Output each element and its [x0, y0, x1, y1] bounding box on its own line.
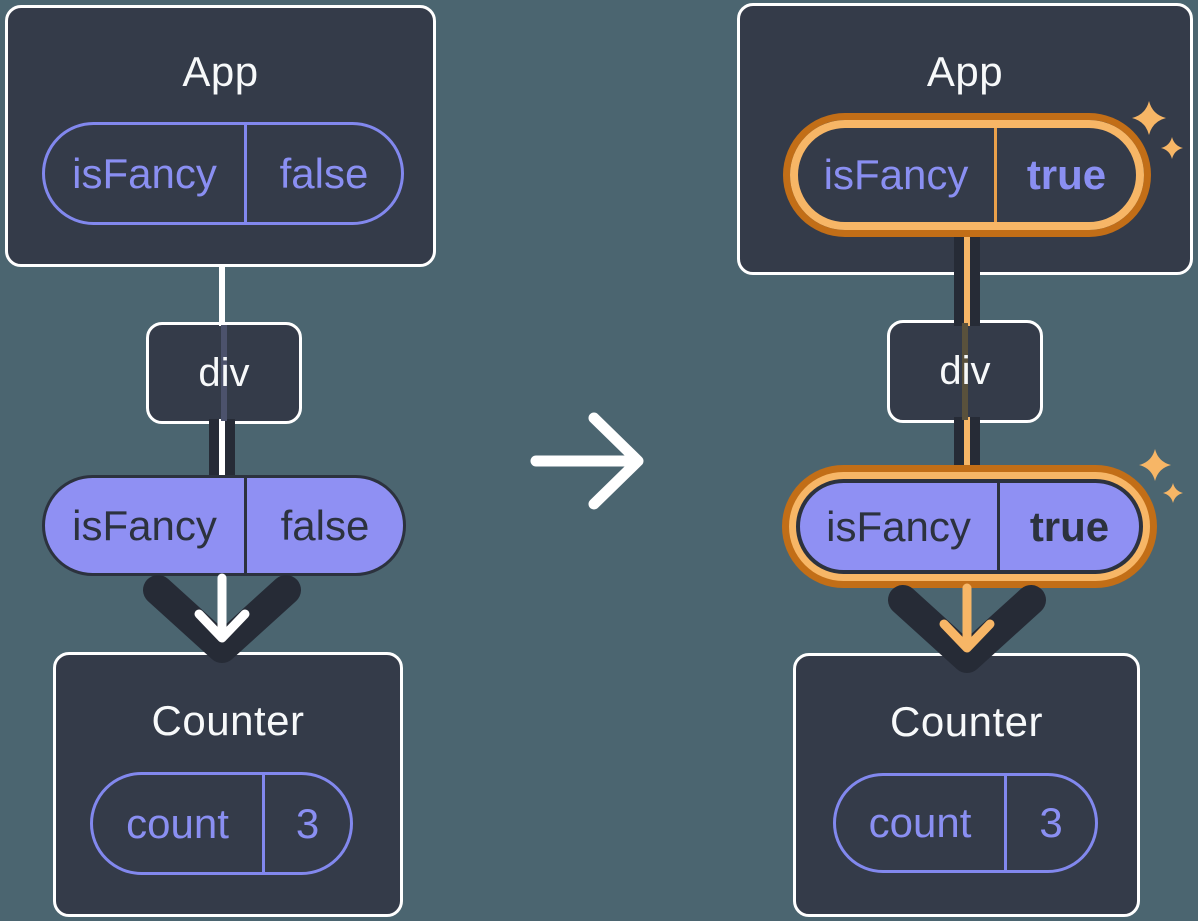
prop-name: isFancy — [45, 478, 247, 573]
div-label: div — [939, 349, 991, 393]
state-name: count — [836, 776, 1007, 870]
state-value: 3 — [295, 799, 320, 847]
sparkles-icon — [1132, 101, 1183, 159]
div-card-before: div — [146, 322, 302, 424]
prop-name: isFancy — [45, 125, 247, 222]
prop-name: isFancy — [800, 483, 1000, 570]
counter-title: Counter — [151, 697, 305, 744]
state-value: 3 — [1039, 799, 1063, 846]
app-state-pill-before: isFancy false — [42, 122, 404, 225]
arrow-down-icon — [888, 583, 1046, 673]
prop-line-through-div — [962, 323, 968, 420]
prop-value: true — [1029, 502, 1110, 550]
prop-value: true — [1026, 151, 1107, 198]
prop-line-through-div — [221, 325, 227, 421]
passed-prop-pill-before: isFancy false — [42, 475, 406, 576]
div-card-after: div — [887, 320, 1043, 423]
arrow-right-icon — [530, 412, 644, 510]
arrow-down-icon — [143, 573, 301, 663]
prop-value: false — [280, 501, 370, 549]
tree-edge-app-div — [219, 266, 225, 326]
prop-band-div-pill — [954, 417, 980, 482]
prop-name: isFancy — [798, 128, 997, 222]
app-state-pill-after: isFancy true — [790, 120, 1144, 230]
counter-state-pill-before: count 3 — [90, 772, 353, 875]
passed-prop-pill-after: isFancy true — [796, 479, 1143, 574]
counter-title: Counter — [890, 698, 1043, 745]
prop-band-app-div — [954, 226, 980, 326]
counter-state-pill-after: count 3 — [833, 773, 1098, 873]
sparkles-icon — [1139, 449, 1183, 503]
prop-value: false — [279, 149, 369, 197]
state-name: count — [93, 775, 265, 872]
app-title: App — [926, 48, 1004, 95]
div-label: div — [198, 350, 250, 395]
app-title: App — [182, 48, 259, 95]
prop-band-div-pill — [209, 419, 235, 478]
